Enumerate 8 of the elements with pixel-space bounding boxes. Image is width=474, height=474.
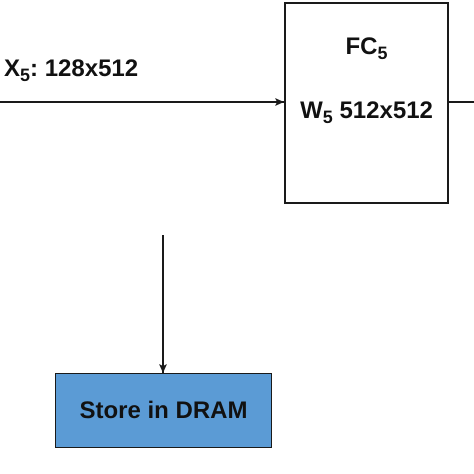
- storage-box: [55, 373, 272, 448]
- node-label: FC$_{5}$: [345, 32, 388, 64]
- arrow: [0, 98, 284, 106]
- edge-label: X$_{5}$: 128x512: [4, 54, 138, 86]
- node-label: W$_{5}$ 512x512: [300, 96, 433, 128]
- node-label: Store in DRAM: [80, 396, 248, 426]
- arrow: [159, 235, 167, 373]
- layer-box: [284, 2, 449, 204]
